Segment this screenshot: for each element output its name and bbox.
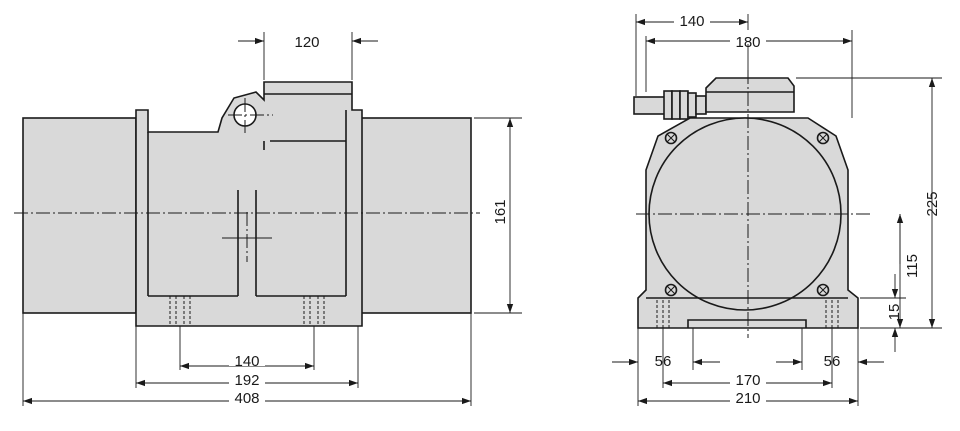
label-bg xyxy=(730,371,766,385)
label-bg xyxy=(229,352,265,366)
center-slot xyxy=(237,190,257,296)
dim-top-width: 180 xyxy=(735,34,760,51)
corner-screw xyxy=(664,283,678,297)
left-end-cap xyxy=(22,117,137,314)
dim-center-height: 115 xyxy=(904,254,921,278)
label-bg xyxy=(229,389,265,403)
dim-height: 161 xyxy=(492,199,509,224)
side-view: 120 161 140 192 408 xyxy=(14,32,522,407)
cable-gland xyxy=(633,90,707,120)
corner-screw xyxy=(664,131,678,145)
right-end-cap xyxy=(355,117,472,314)
dim-inner-bolt-spacing: 140 xyxy=(234,353,259,370)
central-housing xyxy=(135,81,363,327)
dim-foot-height: 15 xyxy=(886,304,903,321)
dim-left-foot: 56 xyxy=(655,353,672,370)
front-view: 140 180 225 115 15 56 xyxy=(612,10,942,407)
corner-screw xyxy=(816,283,830,297)
label-bg xyxy=(229,371,265,385)
dim-connector-offset: 140 xyxy=(679,13,704,30)
dim-overall-length: 408 xyxy=(234,390,259,407)
dim-frame-width: 192 xyxy=(234,372,259,389)
dim-overall-height: 225 xyxy=(924,191,941,216)
terminal-box xyxy=(705,77,795,113)
dim-overall-width: 210 xyxy=(735,390,760,407)
base-cutout xyxy=(687,319,807,328)
side-bolt-right xyxy=(303,296,325,326)
label-bg xyxy=(730,30,766,44)
dim-top-width: 120 xyxy=(294,34,319,51)
label-bg xyxy=(730,389,766,403)
side-bolt-left xyxy=(169,296,191,326)
label-bg xyxy=(674,10,710,24)
dim-right-foot: 56 xyxy=(824,353,841,370)
corner-screw xyxy=(816,131,830,145)
dim-bolt-spacing: 170 xyxy=(735,372,760,389)
